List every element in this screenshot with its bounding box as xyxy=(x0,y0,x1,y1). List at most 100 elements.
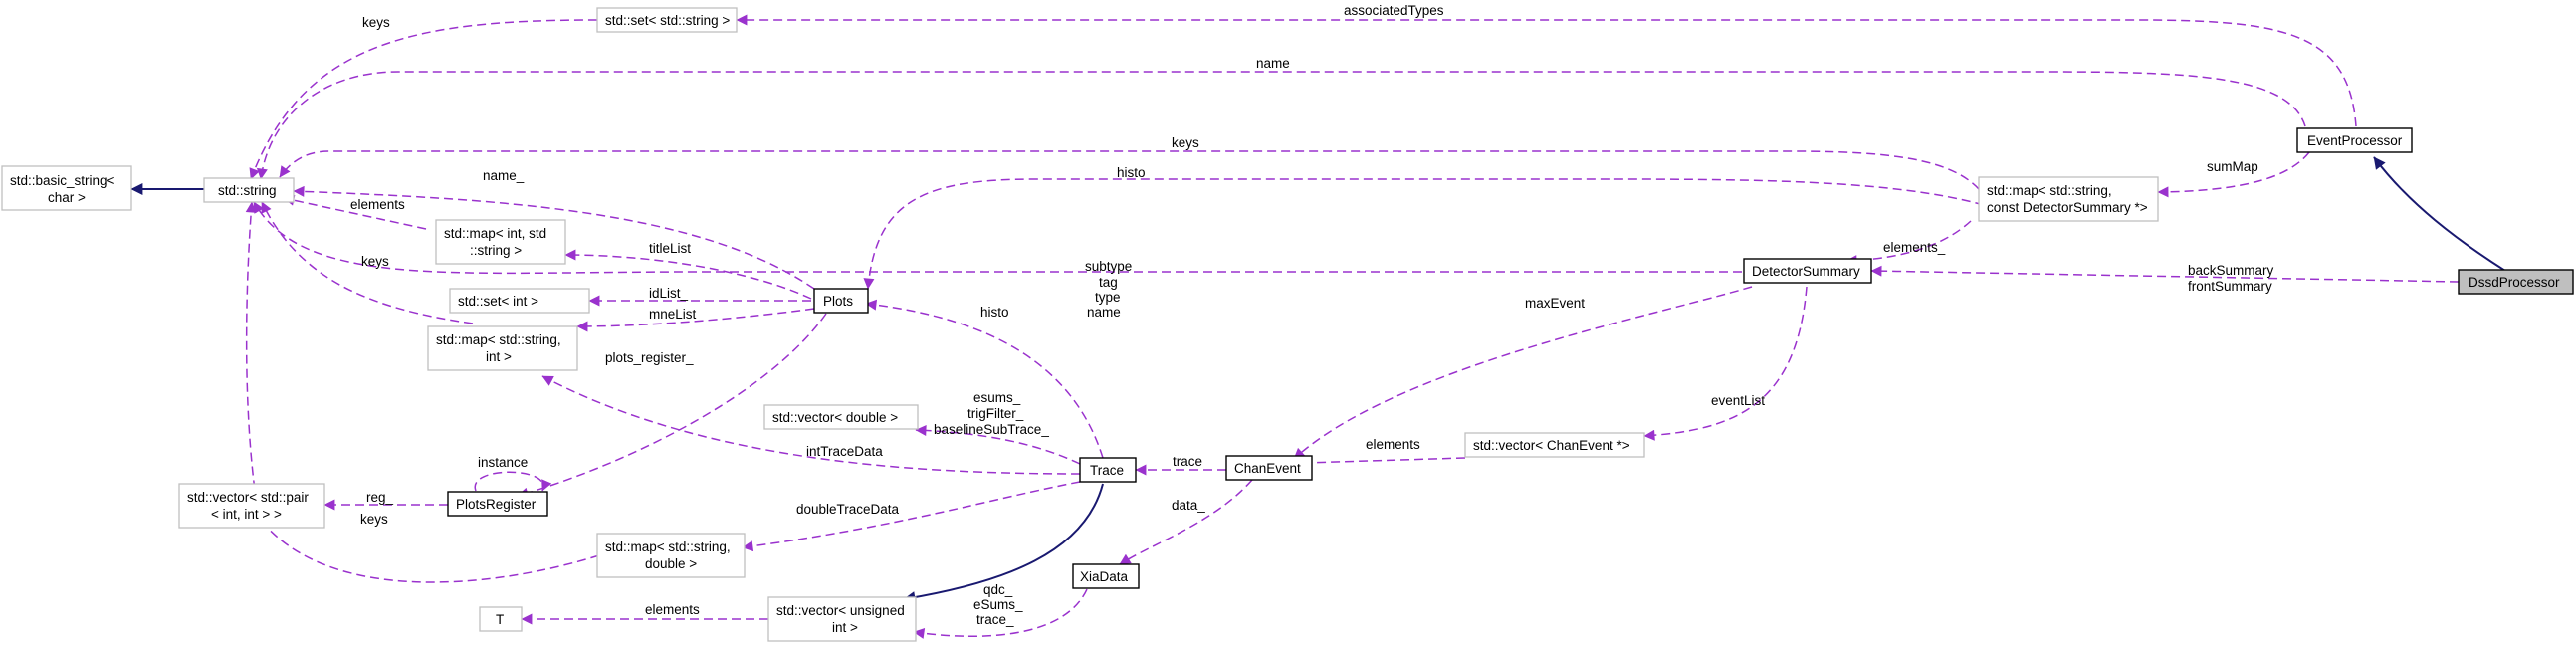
edge-label-event-list: eventList xyxy=(1711,393,1765,408)
edge-label-esums: esums_ xyxy=(973,390,1021,405)
inheritance-edge-dssd-event-processor xyxy=(2373,156,2506,272)
node-plots-register[interactable]: PlotsRegister xyxy=(447,491,548,517)
edge-label-title-list: titleList xyxy=(649,241,691,256)
node-label: std::set< std::string > xyxy=(605,13,730,28)
node-label: < int, int > > xyxy=(211,507,282,522)
inheritance-edge-trace-vector-unsigned xyxy=(903,483,1104,604)
node-label: std::set< int > xyxy=(458,294,538,309)
node-label: std::map< int, std xyxy=(444,226,546,241)
edge-label-trig-filter: trigFilter_ xyxy=(967,406,1024,421)
edge-label-keys-map-sd: keys xyxy=(360,512,388,527)
edge-map-string-int-to-plots xyxy=(576,308,815,332)
node-map-int-string[interactable]: std::map< int, std ::string > xyxy=(435,219,566,265)
node-dssd-processor[interactable]: DssdProcessor xyxy=(2458,269,2574,295)
node-label: ChanEvent xyxy=(1234,461,1301,476)
node-label: EventProcessor xyxy=(2307,133,2403,148)
node-label: int > xyxy=(832,620,858,635)
node-xia-data[interactable]: XiaData xyxy=(1072,563,1140,589)
node-set-string[interactable]: std::set< std::string > xyxy=(596,7,738,33)
edge-label-max-event: maxEvent xyxy=(1525,296,1585,311)
node-t[interactable]: T xyxy=(479,606,523,632)
node-plots[interactable]: Plots xyxy=(813,288,869,314)
node-label: const DetectorSummary *> xyxy=(1987,200,2148,215)
node-label: DetectorSummary xyxy=(1752,264,1860,279)
node-label: int > xyxy=(486,349,512,364)
edge-label-mne-list: mneList xyxy=(649,307,697,322)
edge-string-to-detector-summary xyxy=(253,201,1742,275)
node-label: std::vector< unsigned xyxy=(776,603,905,618)
edge-label-elements-chan: elements xyxy=(1366,437,1420,452)
edge-chan-event-to-detector-summary xyxy=(1293,286,1753,460)
edge-detector-summary-to-dssd xyxy=(1870,265,2460,283)
node-chan-event[interactable]: ChanEvent xyxy=(1225,455,1313,481)
edge-string-to-plots xyxy=(293,185,815,290)
node-map-string-int[interactable]: std::map< std::string, int > xyxy=(427,325,578,371)
edge-string-to-map-string-int xyxy=(261,201,474,324)
edge-labels-layer: associatedTypes name keys keys histo sum… xyxy=(350,3,2274,627)
node-label: std::basic_string< xyxy=(10,173,115,188)
edge-label-int-trace-data: intTraceData xyxy=(806,444,883,459)
edge-label-reg: reg_ xyxy=(366,490,394,505)
node-label: Trace xyxy=(1090,463,1124,478)
edge-label-back-summary: backSummary xyxy=(2188,263,2274,278)
node-label: char > xyxy=(48,190,86,205)
node-set-int[interactable]: std::set< int > xyxy=(449,288,590,314)
node-label: PlotsRegister xyxy=(456,497,537,512)
edge-label-sum-map: sumMap xyxy=(2207,159,2258,174)
edge-set-string-to-event-processor xyxy=(736,14,2357,127)
node-label: ::string > xyxy=(470,243,522,258)
node-label: std::map< std::string, xyxy=(605,540,731,554)
edge-label-elements: elements_ xyxy=(1883,240,1946,255)
edge-label-elements-t: elements xyxy=(645,602,700,617)
edge-string-to-set-string xyxy=(249,19,598,180)
edge-label-trace-xia: trace_ xyxy=(976,612,1014,627)
edge-plots-to-trace xyxy=(865,299,1104,459)
node-event-processor[interactable]: EventProcessor xyxy=(2296,127,2413,153)
edge-label-name-ds: name xyxy=(1087,305,1121,320)
edge-vector-chan-event-to-detector-summary xyxy=(1643,286,1808,441)
node-basic-string[interactable]: std::basic_string< char > xyxy=(1,165,132,211)
node-label: T xyxy=(496,612,504,627)
edge-label-associated-types: associatedTypes xyxy=(1344,3,1444,18)
node-vector-unsigned[interactable]: std::vector< unsigned int > xyxy=(767,596,917,642)
edges-layer xyxy=(130,14,2506,639)
edge-label-elements-map-int: elements xyxy=(350,197,405,212)
node-string[interactable]: std::string xyxy=(203,177,295,203)
edge-label-keys: keys xyxy=(362,15,390,30)
node-label: std::vector< std::pair xyxy=(187,490,309,505)
nodes-layer: std::basic_string< char > std::string st… xyxy=(1,7,2574,642)
node-label: Plots xyxy=(823,294,853,309)
edge-label-type: type xyxy=(1095,290,1121,305)
node-label: std::string xyxy=(218,183,277,198)
node-map-string-double[interactable]: std::map< std::string, double > xyxy=(596,533,746,578)
node-label: XiaData xyxy=(1080,569,1129,584)
edge-label-esums-xia: eSums_ xyxy=(973,597,1023,612)
edge-label-plots-register: plots_register_ xyxy=(605,350,694,365)
edge-label-qdc: qdc_ xyxy=(983,582,1013,597)
edge-plots-register-self xyxy=(474,471,552,492)
edge-map-detector-summary-to-event-processor xyxy=(2157,151,2310,198)
edge-label-subtype: subtype xyxy=(1085,259,1132,274)
edge-vector-unsigned-to-xia-data xyxy=(913,588,1088,639)
node-vector-chan-event[interactable]: std::vector< ChanEvent *> xyxy=(1464,432,1645,458)
edge-label-keys-map-si: keys xyxy=(361,254,389,269)
edge-label-keys-map: keys xyxy=(1172,135,1199,150)
node-trace[interactable]: Trace xyxy=(1079,457,1137,483)
edge-label-data: data_ xyxy=(1172,498,1205,513)
node-vector-pair[interactable]: std::vector< std::pair < int, int > > xyxy=(178,483,325,529)
edge-label-histo: histo xyxy=(1117,165,1146,180)
edge-xia-data-to-chan-event xyxy=(1119,479,1253,565)
edge-map-string-int-to-trace xyxy=(541,375,1081,475)
node-label: std::map< std::string, xyxy=(436,332,561,347)
node-map-detector-summary[interactable]: std::map< std::string, const DetectorSum… xyxy=(1978,176,2159,222)
node-detector-summary[interactable]: DetectorSummary xyxy=(1743,258,1872,284)
edge-vector-double-to-trace xyxy=(915,424,1081,465)
edge-plots-register-to-plots xyxy=(517,313,827,499)
node-label: std::map< std::string, xyxy=(1987,183,2112,198)
edge-label-instance: instance xyxy=(478,455,528,470)
node-label: DssdProcessor xyxy=(2469,275,2560,290)
node-vector-double[interactable]: std::vector< double > xyxy=(763,404,919,430)
edge-label-tag: tag xyxy=(1099,275,1118,290)
edge-label-double-trace-data: doubleTraceData xyxy=(796,502,900,517)
